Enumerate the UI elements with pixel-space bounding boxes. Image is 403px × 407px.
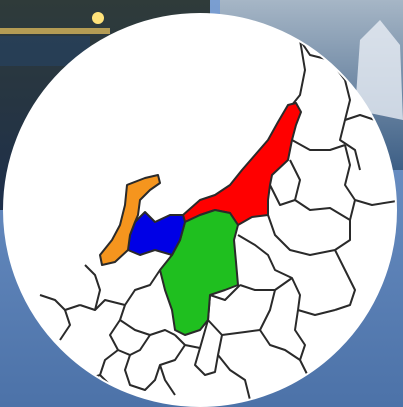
region-orange[interactable] xyxy=(99,174,161,266)
city-light xyxy=(92,12,104,24)
region-borders xyxy=(39,39,396,401)
map-disc-border xyxy=(3,13,397,407)
